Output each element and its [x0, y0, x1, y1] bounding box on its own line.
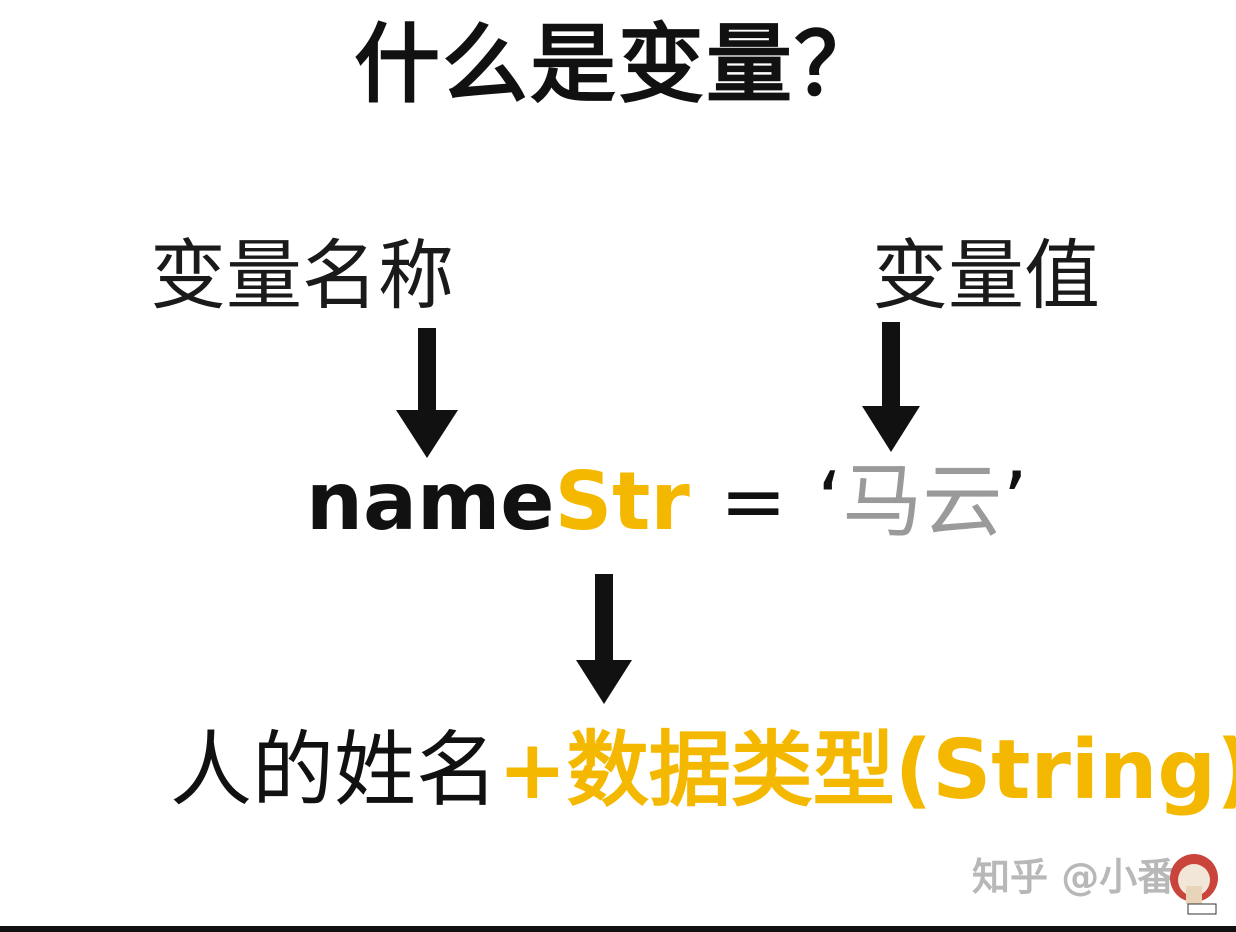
variable-name-suffix: Str	[554, 455, 690, 548]
assignment-expression: nameStr=‘马云’	[306, 462, 1028, 542]
open-quote: ‘	[816, 455, 843, 548]
page-title: 什么是变量？	[354, 15, 882, 115]
string-value: 马云	[842, 455, 1003, 548]
down-arrow-icon	[396, 328, 458, 458]
data-type-text: +数据类型(String)	[498, 723, 1236, 818]
avatar-icon	[1170, 854, 1218, 915]
variable-value-label: 变量值	[872, 231, 1100, 320]
variable-name-prefix: name	[306, 455, 555, 548]
assignment-operator: =	[719, 455, 787, 548]
down-arrow-icon	[576, 574, 632, 704]
bottom-border	[0, 926, 1236, 932]
variable-description: 人的姓名+数据类型(String)	[170, 730, 1236, 812]
down-arrow-icon	[862, 322, 920, 452]
variable-name-label: 变量名称	[150, 231, 454, 320]
close-quote: ’	[1002, 455, 1028, 548]
meaning-text: 人的姓名	[170, 723, 499, 818]
